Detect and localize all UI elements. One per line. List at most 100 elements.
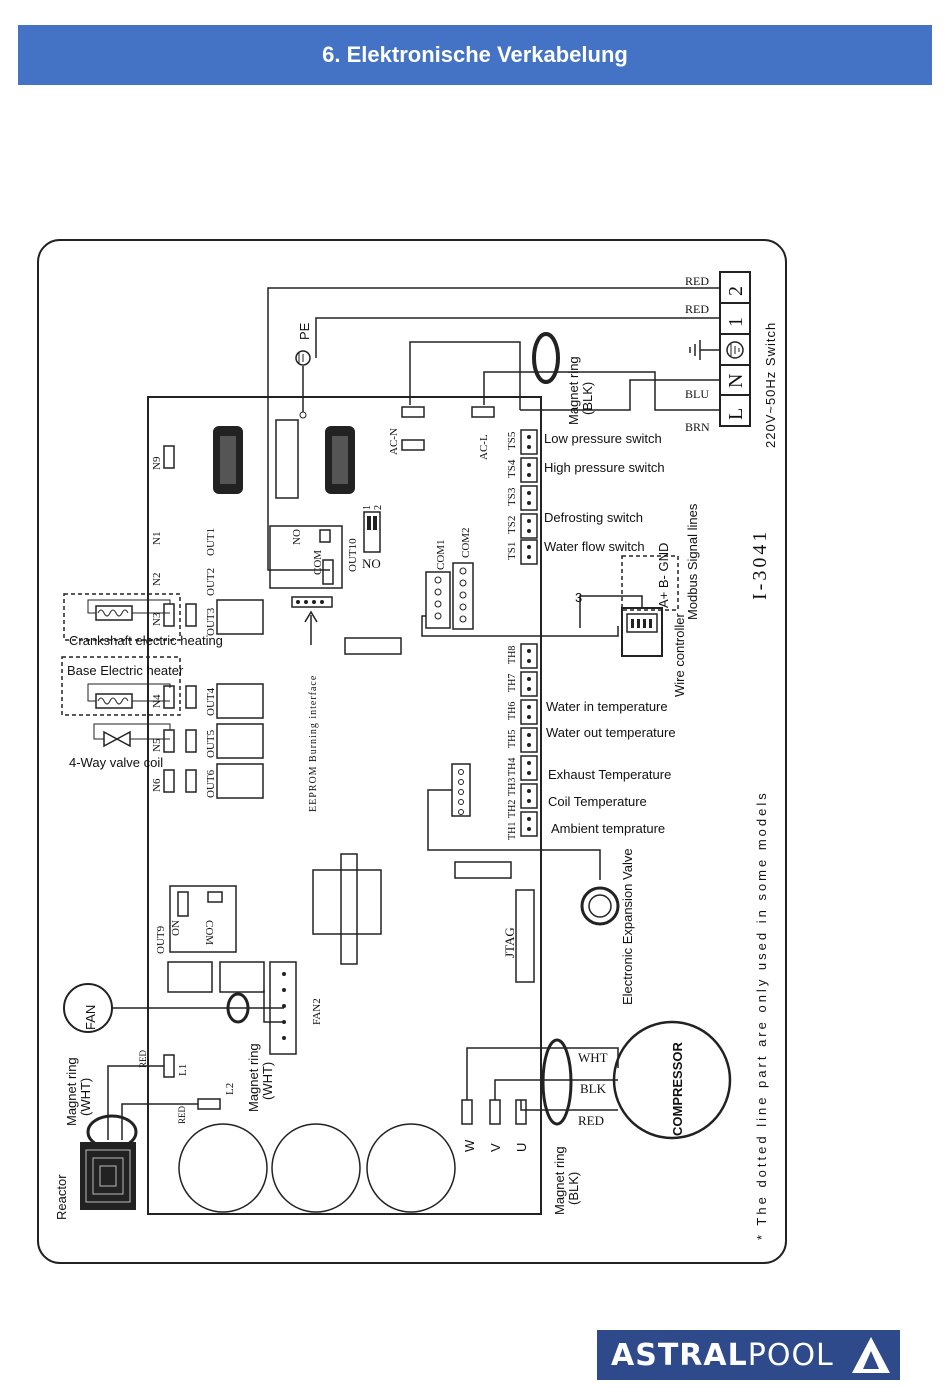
modbus-label: Modbus Signal lines <box>685 503 700 620</box>
dip-2: 2 <box>373 505 384 510</box>
ts3-label: TS3 <box>506 487 518 506</box>
inductor-coil-1 <box>213 426 243 494</box>
wire-controller-label: Wire controller <box>672 613 687 697</box>
wire-blu: BLU <box>685 387 709 401</box>
wire-red-1: RED <box>685 274 709 288</box>
l1-label: L1 <box>177 1064 189 1076</box>
out10-label: OUT10 <box>347 538 359 572</box>
magnet-ring-fan-label: Magnet ring <box>246 1043 261 1112</box>
ts4-label: TS4 <box>506 459 518 478</box>
defrosting-label: Defrosting switch <box>544 510 643 525</box>
th4-label: TH4 <box>507 758 518 776</box>
fan2-label: FAN2 <box>311 998 323 1025</box>
n9-label: N9 <box>151 456 163 470</box>
magnet-ring-comp-label: Magnet ring <box>552 1146 567 1215</box>
magnet-ring-compressor <box>541 1038 573 1126</box>
blk-label: BLK <box>580 1081 607 1096</box>
astralpool-logo: ASTRALPOOL <box>597 1330 900 1380</box>
n3-label: N3 <box>151 612 163 626</box>
v-label: V <box>488 1143 503 1152</box>
capacitor-3 <box>366 1123 456 1213</box>
footnote: * The dotted line part are only used in … <box>754 790 769 1240</box>
page-title: 6. Elektronische Verkabelung <box>322 42 628 67</box>
ts1-label: TS1 <box>506 542 518 560</box>
base-heater-icon <box>95 693 133 709</box>
magnet-ring-reactor-label2: (WHT) <box>78 1078 93 1116</box>
abgnd-label: A+ B- GND <box>656 543 671 608</box>
th6-label: TH6 <box>507 702 518 720</box>
red-l1-label: RED <box>138 1049 148 1068</box>
dip-1: 1 <box>362 505 373 510</box>
water-out-label: Water out temperature <box>546 725 676 740</box>
earth-icon <box>726 341 744 359</box>
expansion-valve-label: Electronic Expansion Valve <box>620 848 635 1005</box>
th3-label: TH3 <box>507 778 518 796</box>
out2-label: OUT2 <box>205 568 217 596</box>
model-label: I-3041 <box>749 529 771 600</box>
reactor-icon <box>80 1142 136 1210</box>
power-wires <box>267 287 720 571</box>
magnet-ring-reactor-label: Magnet ring <box>64 1057 79 1126</box>
four-way-label: 4-Way valve coil <box>69 755 163 770</box>
w-label: W <box>462 1139 477 1152</box>
n5-label: N5 <box>151 738 163 752</box>
u-label: U <box>514 1143 529 1152</box>
low-pressure-label: Low pressure switch <box>544 431 662 446</box>
crankshaft-label: Crankshaft electric heating <box>69 633 223 648</box>
th5-label: TH5 <box>507 730 518 748</box>
magnet-ring-fan <box>226 992 250 1024</box>
wire-brn: BRN <box>685 420 710 434</box>
th8-label: TH8 <box>507 646 518 664</box>
relay-no-label: NO <box>291 529 303 545</box>
exhaust-label: Exhaust Temperature <box>548 767 671 782</box>
compressor-label: COMPRESSOR <box>670 1041 685 1136</box>
magnet-ring-top-label: Magnet ring <box>566 356 581 425</box>
th1-label: TH1 <box>507 822 518 840</box>
power-terminal-block: 2 1 N L 220V~50Hz Switch <box>719 271 778 448</box>
eeprom-label: EEPROM Burning interface <box>308 675 319 812</box>
ts2-label: TS2 <box>506 516 518 534</box>
diagram-frame <box>37 239 787 1264</box>
n2-label: N2 <box>151 573 163 586</box>
reactor-label: Reactor <box>54 1174 69 1220</box>
inductor-coil-2 <box>325 426 355 494</box>
out6-label: OUT6 <box>205 769 217 798</box>
pcb-board <box>147 396 542 1215</box>
logo-part2: POOL <box>747 1337 834 1373</box>
magnet-ring-comp-label2: (BLK) <box>566 1172 581 1205</box>
out10-no-label: NO <box>362 556 381 571</box>
coil-label: Coil Temperature <box>548 794 647 809</box>
wire-red-2: RED <box>685 302 709 316</box>
ambient-label: Ambient temprature <box>551 821 665 836</box>
out4-label: OUT4 <box>205 687 217 716</box>
terminal-1: 1 <box>725 317 747 327</box>
triangle-logo-icon <box>852 1337 890 1373</box>
header-bar: 6. Elektronische Verkabelung <box>18 25 932 85</box>
pe-label: PE <box>297 322 312 340</box>
n6-label: N6 <box>151 778 163 792</box>
ac-l-label: AC-L <box>478 434 490 460</box>
water-flow-label: Water flow switch <box>544 539 645 554</box>
pe-earth-icon <box>295 350 311 366</box>
wire-three-label: 3 <box>575 590 582 605</box>
capacitor-1 <box>178 1123 268 1213</box>
th7-label: TH7 <box>507 674 518 692</box>
high-pressure-label: High pressure switch <box>544 460 665 475</box>
ac-n-label: AC-N <box>388 428 400 455</box>
out3-label: OUT3 <box>205 607 217 636</box>
terminal-2: 2 <box>725 286 747 296</box>
valve-icon <box>103 730 131 748</box>
relay-com-label: COM <box>312 550 324 575</box>
compressor-icon <box>612 1020 732 1140</box>
ground-symbol-icon <box>689 340 701 360</box>
red-l2-label: RED <box>177 1105 187 1124</box>
terminal-n: N <box>725 374 747 388</box>
base-heater-label: Base Electric heater <box>67 663 184 678</box>
capacitor-2 <box>271 1123 361 1213</box>
fan-label: FAN <box>83 1005 98 1030</box>
water-in-label: Water in temperature <box>546 699 668 714</box>
th2-label: TH2 <box>507 800 518 818</box>
out5-label: OUT5 <box>205 729 217 758</box>
com2-label: COM2 <box>460 527 472 558</box>
